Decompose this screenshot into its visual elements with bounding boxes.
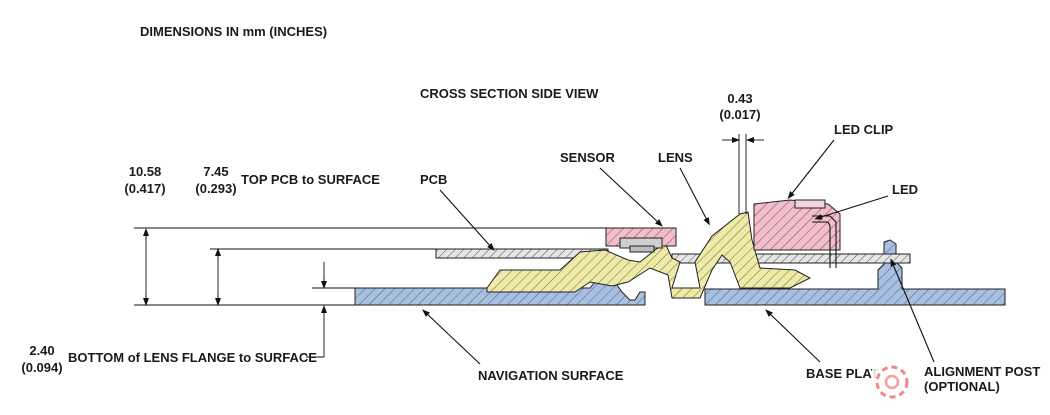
callout-alignment-post-optional: (OPTIONAL) — [924, 379, 1000, 394]
top-pcb-mm: 7.45 — [203, 164, 228, 179]
callout-led-clip: LED CLIP — [834, 122, 894, 137]
base-plate — [704, 239, 1006, 306]
total-height-mm: 10.58 — [129, 164, 162, 179]
top-pcb-in: (0.293) — [195, 181, 236, 196]
callout-pcb: PCB — [420, 172, 447, 187]
lens-flange-dimension — [306, 262, 327, 358]
top-pcb-label: TOP PCB to SURFACE — [241, 172, 380, 187]
lens-flange-mm: 2.40 — [29, 343, 54, 358]
callout-led: LED — [892, 182, 918, 197]
total-height-in: (0.417) — [124, 181, 165, 196]
callout-lens: LENS — [658, 150, 693, 165]
units-note: DIMENSIONS IN mm (INCHES) — [140, 24, 327, 39]
watermark-logo-icon — [872, 362, 912, 402]
led-clip — [753, 199, 841, 251]
callout-sensor: SENSOR — [560, 150, 616, 165]
sensor — [605, 227, 677, 253]
gap-in: (0.017) — [719, 107, 760, 122]
view-title: CROSS SECTION SIDE VIEW — [420, 86, 599, 101]
lens — [486, 211, 812, 299]
gap-mm: 0.43 — [727, 91, 752, 106]
callout-navigation-surface: NAVIGATION SURFACE — [478, 368, 624, 383]
lens-flange-in: (0.094) — [21, 360, 62, 375]
gap-dimension — [722, 134, 764, 214]
callout-alignment-post: ALIGNMENT POST — [924, 364, 1040, 379]
callout-base-plate: BASE PLAT — [806, 366, 879, 381]
lens-flange-label: BOTTOM of LENS FLANGE to SURFACE — [68, 350, 317, 365]
